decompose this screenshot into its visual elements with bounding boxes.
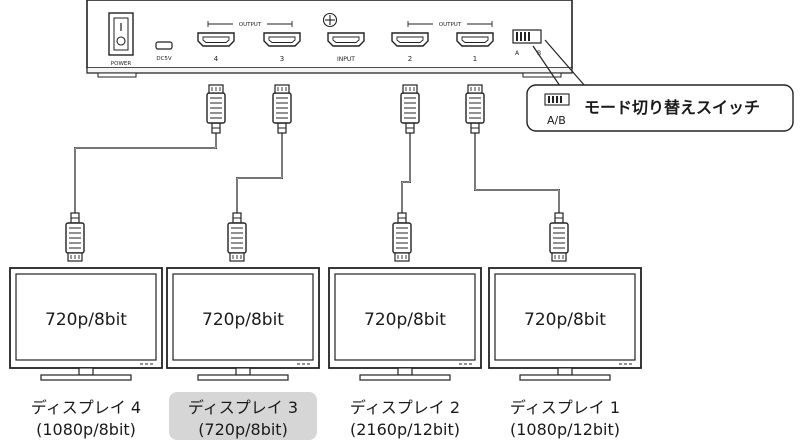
display-spec-1: (1080p/12bit) xyxy=(510,420,620,439)
monitor-stand-3 xyxy=(197,374,289,381)
hdmi-output-port-4[interactable] xyxy=(197,32,235,47)
display-3: 720p/8bit ディスプレイ 3 (720p/8bit) xyxy=(166,267,320,440)
display-name-2: ディスプレイ 2 xyxy=(350,398,460,417)
display-spec-2: (2160p/12bit) xyxy=(350,420,460,439)
hdmi-cables xyxy=(74,132,560,222)
mode-switch-callout: モード切り替えスイッチ A/B xyxy=(526,39,794,132)
cable-display-2 xyxy=(401,132,411,222)
port-label-3: 3 xyxy=(280,55,284,63)
port-label-2: 2 xyxy=(408,55,412,63)
device-foot-right xyxy=(522,72,562,78)
callout-box xyxy=(526,84,794,132)
display-spec-3: (720p/8bit) xyxy=(198,420,288,439)
port-label-4: 4 xyxy=(214,55,219,63)
screen-resolution-3: 720p/8bit xyxy=(202,310,284,330)
output-label-left: OUTPUT xyxy=(239,22,262,28)
hdmi-splitter-device: POWER DC5V OUTPUT OUTPUT 4 3 INPUT 2 1 xyxy=(86,0,573,78)
screen-resolution-4: 720p/8bit xyxy=(45,310,127,330)
hdmi-plug-top-3 xyxy=(272,84,292,134)
caption-highlight-3 xyxy=(169,392,317,440)
device-foot-left xyxy=(97,72,137,78)
display-name-3: ディスプレイ 3 xyxy=(188,398,298,417)
screen-resolution-1: 720p/8bit xyxy=(524,310,606,330)
monitor-screen-1 xyxy=(494,273,636,361)
hdmi-plug-top-4 xyxy=(206,84,226,134)
input-label: INPUT xyxy=(337,56,355,63)
monitor-screen-3 xyxy=(172,273,314,361)
dc-label: DC5V xyxy=(156,56,172,62)
displays: 720p/8bit ディスプレイ 4 (1080p/8bit) 720p/8bit ディ… xyxy=(9,267,642,440)
power-label: POWER xyxy=(111,61,132,67)
display-name-1: ディスプレイ 1 xyxy=(510,398,620,417)
hdmi-plugs xyxy=(65,84,569,262)
hdmi-plug-bottom-1 xyxy=(549,212,569,262)
cable-display-3 xyxy=(236,132,283,222)
hdmi-plug-bottom-2 xyxy=(392,212,412,262)
callout-title: モード切り替えスイッチ xyxy=(584,98,760,117)
display-name-4: ディスプレイ 4 xyxy=(31,398,141,417)
cable-display-4 xyxy=(74,132,217,222)
cable-display-1 xyxy=(474,132,560,222)
hdmi-plug-bottom-4 xyxy=(65,212,85,262)
display-spec-4: (1080p/8bit) xyxy=(36,420,136,439)
hdmi-plug-bottom-3 xyxy=(227,212,247,262)
hdmi-cables-inner xyxy=(74,132,560,222)
display-2: 720p/8bit ディスプレイ 2 (2160p/12bit) xyxy=(328,267,482,439)
switch-label-b: B xyxy=(537,50,541,57)
callout-ab: A/B xyxy=(547,114,566,127)
hdmi-plug-top-1 xyxy=(465,84,485,134)
monitor-stand-1 xyxy=(519,374,611,381)
callout-pointer xyxy=(532,39,586,87)
hdmi-output-port-2[interactable] xyxy=(391,32,429,47)
hdmi-input-port[interactable] xyxy=(327,32,365,47)
monitor-screen-2 xyxy=(334,273,476,361)
device-base xyxy=(86,68,573,74)
monitor-stand-4 xyxy=(40,374,132,381)
hdmi-plug-top-2 xyxy=(400,84,420,134)
port-label-1: 1 xyxy=(473,55,477,63)
monitor-stand-2 xyxy=(359,374,451,381)
display-4: 720p/8bit ディスプレイ 4 (1080p/8bit) xyxy=(9,267,163,439)
dc-port xyxy=(155,41,173,50)
hdmi-ports xyxy=(197,32,494,47)
screen-resolution-2: 720p/8bit xyxy=(364,310,446,330)
output-label-right: OUTPUT xyxy=(439,22,462,28)
switch-label-a: A xyxy=(515,50,520,57)
hdmi-output-port-1[interactable] xyxy=(456,32,494,47)
hdmi-output-port-3[interactable] xyxy=(263,32,301,47)
display-1: 720p/8bit ディスプレイ 1 (1080p/12bit) xyxy=(488,267,642,439)
monitor-screen-4 xyxy=(15,273,157,361)
